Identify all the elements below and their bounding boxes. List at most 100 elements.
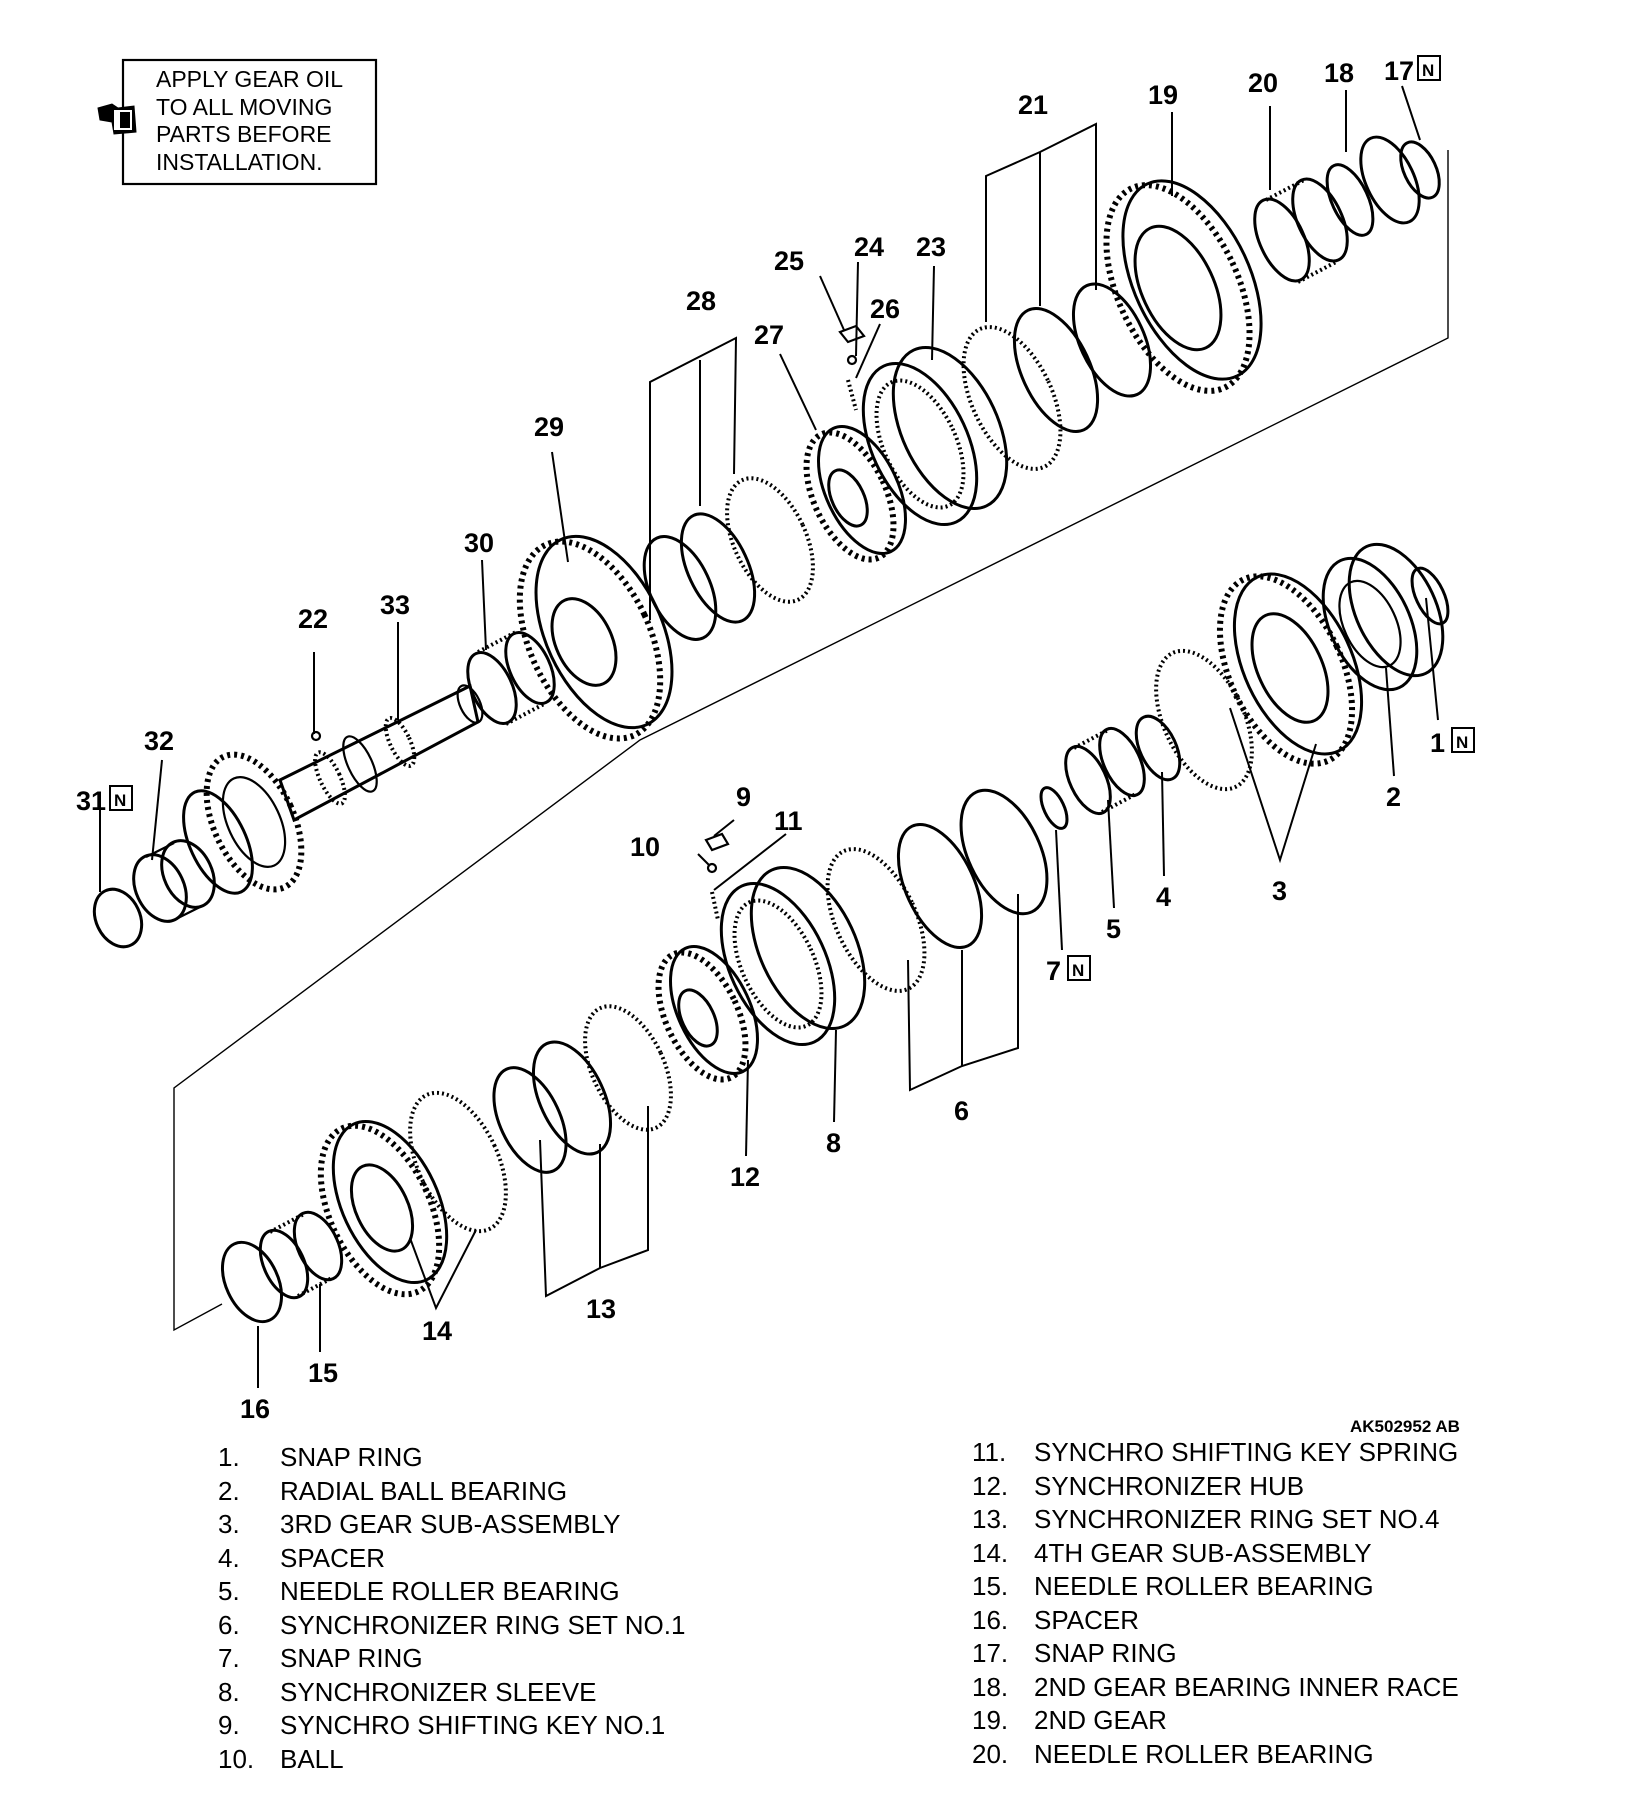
synchro-sleeve-23 <box>861 345 1009 527</box>
legend-num: 1. <box>218 1442 240 1472</box>
legend-label: 2ND GEAR BEARING INNER RACE <box>1034 1671 1459 1702</box>
oil-note-box: APPLY GEAR OIL TO ALL MOVING PARTS BEFOR… <box>97 58 378 186</box>
synchro-ring-set-28 <box>642 476 815 641</box>
legend-item: 10.BALL <box>218 1743 685 1777</box>
callout-8: 8 <box>826 1128 841 1158</box>
legend-item: 3.3RD GEAR SUB-ASSEMBLY <box>218 1508 685 1542</box>
new-part-mark-17: N <box>1417 55 1441 81</box>
legend-num: 2. <box>218 1475 240 1506</box>
oil-can-icon <box>97 103 137 135</box>
legend-item: 11. SYNCHRO SHIFTING KEY SPRING <box>972 1436 1459 1470</box>
callout-23: 23 <box>916 232 946 262</box>
synchro-ring-set-13 <box>492 1004 673 1174</box>
spacer-16 <box>220 1240 284 1324</box>
callout-3: 3 <box>1272 876 1287 906</box>
snap-ring-1 <box>1410 566 1450 626</box>
legend-num: 5. <box>218 1576 240 1606</box>
legend-num: 13. <box>972 1504 1009 1534</box>
legend-item: 8. SYNCHRONIZER SLEEVE <box>218 1676 685 1710</box>
legend-label: NEEDLE ROLLER BEARING <box>1034 1738 1374 1769</box>
legend-item: 5.NEEDLE ROLLER BEARING <box>218 1575 685 1609</box>
legend-num: 14. <box>972 1537 1009 1568</box>
callout-19: 19 <box>1148 80 1178 110</box>
legend-label: 2ND GEAR <box>1034 1705 1167 1735</box>
legend-label: SNAP RING <box>1034 1638 1177 1668</box>
legend-item: 6.SYNCHRONIZER RING SET NO.1 <box>218 1609 685 1643</box>
figure-code: AK502952 AB <box>1350 1417 1460 1436</box>
callout-32: 32 <box>144 726 174 756</box>
legend-item: 2.RADIAL BALL BEARING <box>218 1475 685 1509</box>
callout-25: 25 <box>774 246 804 276</box>
bearing-32 <box>132 839 216 923</box>
legend-item: 17.SNAP RING <box>972 1637 1459 1671</box>
legend-item: 14.4TH GEAR SUB-ASSEMBLY <box>972 1537 1459 1571</box>
leader-lines <box>99 85 1439 1388</box>
legend-num: 16. <box>972 1604 1009 1635</box>
new-part-mark-7: N <box>1067 955 1091 981</box>
new-part-mark-17-text: N <box>1422 61 1434 80</box>
needle-bearing-30 <box>466 630 556 726</box>
legend-label: SPACER <box>1034 1604 1139 1635</box>
legend-num: 4. <box>218 1542 240 1573</box>
callout-7: 7 <box>1046 956 1061 986</box>
callout-14: 14 <box>422 1316 452 1346</box>
legend-num: 18. <box>972 1671 1009 1702</box>
second-gear-19 <box>1103 179 1263 394</box>
snap-ring-7 <box>1039 786 1069 830</box>
legend-label: SYNCHRO SHIFTING KEY SPRING <box>1034 1437 1459 1467</box>
legend-label: SYNCHRONIZER RING SET NO.1 <box>280 1609 686 1640</box>
callout-20: 20 <box>1248 68 1278 98</box>
legend-num: 11. <box>972 1437 1007 1467</box>
callout-16: 16 <box>240 1394 270 1424</box>
callout-1: 1 <box>1430 728 1445 758</box>
callout-31: 31 <box>76 786 106 816</box>
legend-item: 4. SPACER <box>218 1542 685 1576</box>
assembly-frame <box>173 150 1449 1332</box>
new-part-mark-31-text: N <box>114 791 126 810</box>
callout-6: 6 <box>954 1096 969 1126</box>
needle-bearing-5 <box>1064 726 1146 816</box>
new-part-mark-1: N <box>1451 727 1475 753</box>
callout-22: 22 <box>298 604 328 634</box>
spacer-4 <box>1134 714 1182 782</box>
callout-2: 2 <box>1386 782 1401 812</box>
callout-17: 17 <box>1384 56 1414 86</box>
key-24-ball-25-spring-26 <box>838 324 866 411</box>
legend-label: SPACER <box>280 1542 385 1573</box>
legend-item: 16. SPACER <box>972 1604 1459 1638</box>
legend-label: SYNCHRO SHIFTING KEY NO.1 <box>280 1710 666 1740</box>
needle-bearing-20 <box>1253 177 1349 284</box>
synchro-hub-12 <box>655 945 759 1083</box>
legend-label: SYNCHRONIZER RING SET NO.4 <box>1034 1504 1440 1534</box>
note-line-1: APPLY GEAR OIL <box>156 66 343 92</box>
lower-assembly <box>220 542 1450 1324</box>
note-line-4: INSTALLATION. <box>156 149 323 175</box>
callout-33: 33 <box>380 590 410 620</box>
legend-label: BALL <box>280 1743 344 1774</box>
callout-26: 26 <box>870 294 900 324</box>
callout-4: 4 <box>1156 882 1171 912</box>
legend-num: 8. <box>218 1676 240 1707</box>
upper-shaft <box>92 135 1441 949</box>
callout-30: 30 <box>464 528 494 558</box>
legend-num: 7. <box>218 1643 240 1673</box>
legend-item: 7.SNAP RING <box>218 1642 685 1676</box>
callout-10: 10 <box>630 832 660 862</box>
legend-num: 12. <box>972 1470 1009 1501</box>
key-9-ball-10-spring-11 <box>704 832 730 921</box>
callout-labels: 1 2 3 4 5 6 7 8 9 10 11 12 13 14 15 16 1… <box>76 56 1445 1424</box>
fourth-gear-14 <box>317 1090 508 1298</box>
legend-num: 15. <box>972 1571 1009 1601</box>
new-part-mark-31: N <box>109 785 133 811</box>
callout-21: 21 <box>1018 90 1048 120</box>
ball-bearing-2 <box>1321 542 1445 692</box>
legend-label: SYNCHRONIZER SLEEVE <box>280 1676 597 1707</box>
legend-label: 3RD GEAR SUB-ASSEMBLY <box>280 1509 621 1539</box>
legend-num: 9. <box>218 1710 240 1740</box>
synchro-ring-set-21 <box>961 282 1153 471</box>
callout-5: 5 <box>1106 914 1121 944</box>
legend-item: 19.2ND GEAR <box>972 1704 1459 1738</box>
legend-num: 20. <box>972 1738 1009 1769</box>
drive-pinion <box>182 751 305 895</box>
